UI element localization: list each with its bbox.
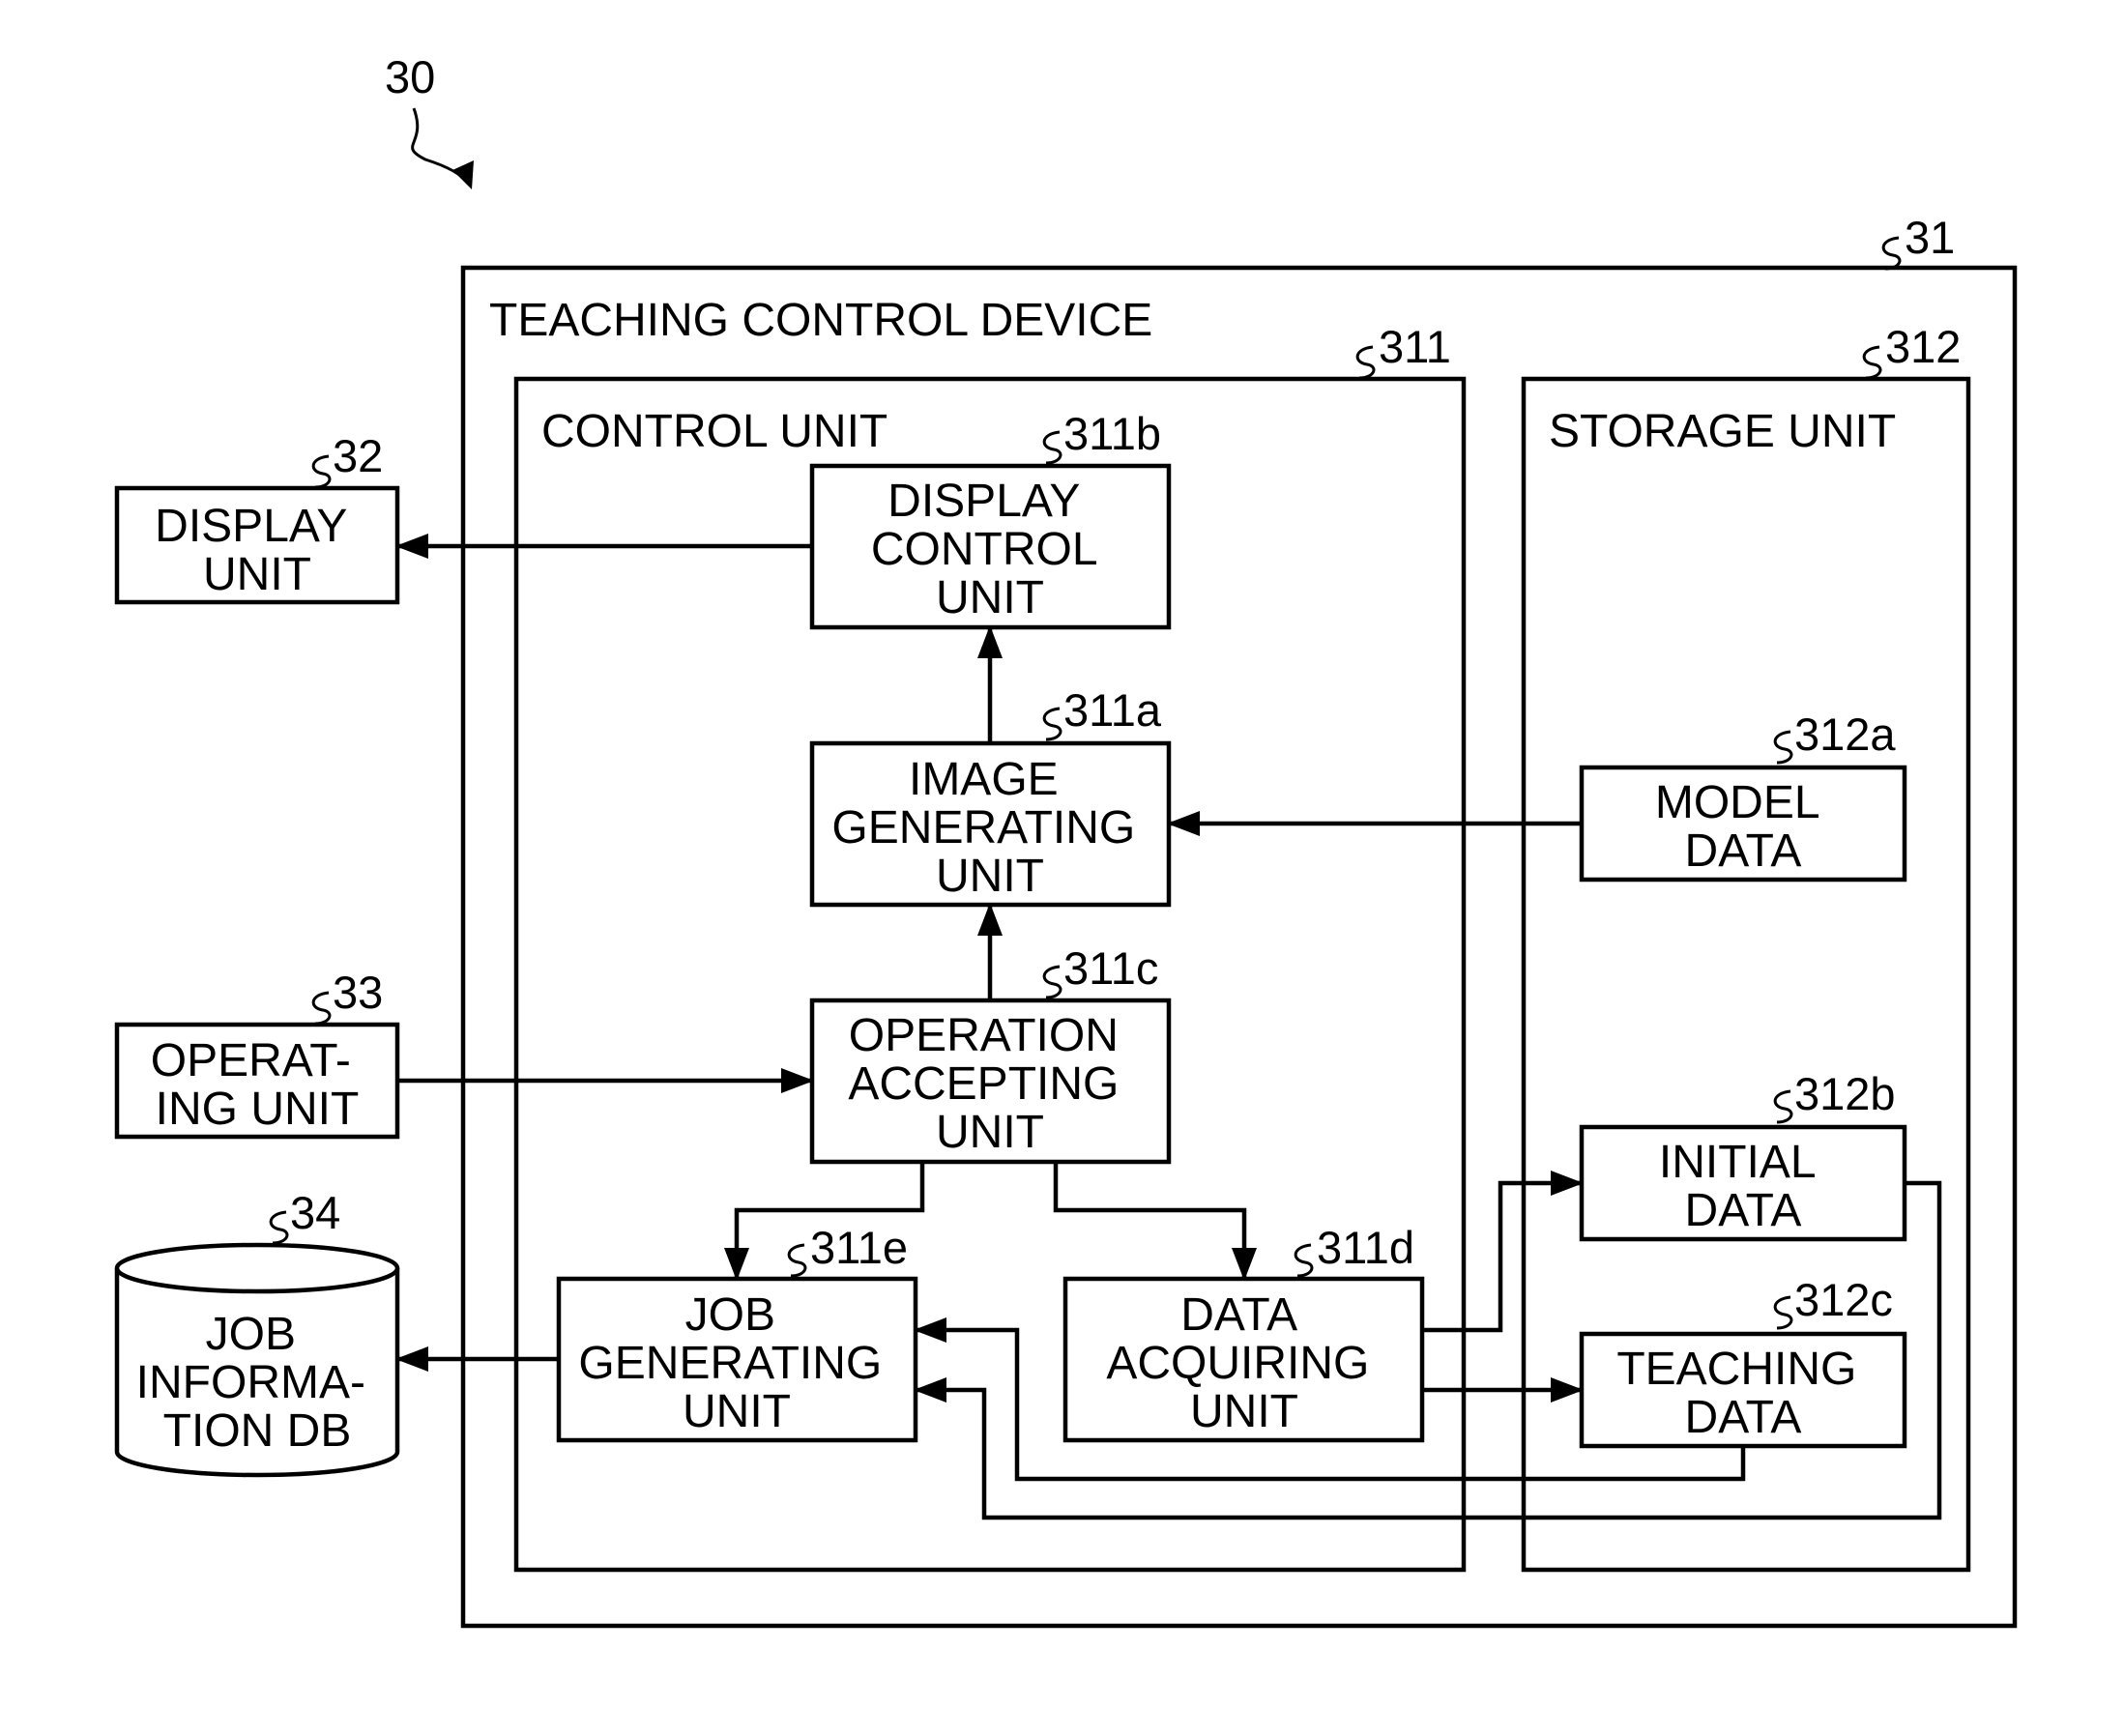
job-generating-unit-label-line-2: GENERATING: [578, 1338, 882, 1389]
control-unit-ref: 311: [1379, 321, 1451, 372]
teaching-control-device-ref: 31: [1905, 212, 1955, 263]
job-db-cylinder-top: [117, 1245, 397, 1291]
image-generating-unit-ref: 311a: [1063, 684, 1162, 736]
figure-ref-arrowhead: [452, 160, 474, 189]
operating-unit: OPERAT- ING UNIT 33: [117, 967, 397, 1137]
operating-unit-label-line-2: ING UNIT: [156, 1084, 360, 1135]
storage-unit-title: STORAGE UNIT: [1549, 406, 1896, 457]
data-acquiring-unit-ref-leader: [1295, 1245, 1312, 1276]
model-data-ref-leader: [1775, 732, 1791, 763]
arrow-data-acquiring-to-initial-data: [1422, 1183, 1582, 1330]
initial-data-label-line-1: INITIAL: [1659, 1137, 1816, 1188]
teaching-control-device-title: TEACHING CONTROL DEVICE: [489, 295, 1152, 346]
image-generating-unit-ref-leader: [1044, 709, 1061, 739]
job-db-label-line-1: JOB: [206, 1309, 296, 1360]
job-information-db: JOB INFORMA- TION DB 34: [117, 1187, 397, 1475]
image-generating-unit-label-line-1: IMAGE: [909, 754, 1059, 805]
display-control-unit-label-line-3: UNIT: [936, 572, 1044, 623]
display-control-unit-label-line-2: CONTROL: [871, 524, 1097, 575]
job-db-label-line-3: TION DB: [163, 1405, 352, 1457]
job-generating-unit-ref-leader: [789, 1245, 805, 1276]
storage-unit-ref-leader: [1864, 347, 1880, 378]
initial-data-label-line-2: DATA: [1685, 1185, 1802, 1236]
display-unit-label-line-2: UNIT: [203, 549, 311, 600]
display-unit-ref: 32: [333, 430, 383, 481]
display-control-unit-ref-leader: [1044, 432, 1061, 463]
job-generating-unit-ref: 311e: [810, 1222, 908, 1273]
job-db-ref-leader: [271, 1212, 287, 1243]
initial-data-ref: 312b: [1794, 1068, 1896, 1119]
job-generating-unit-label-line-1: JOB: [685, 1289, 775, 1341]
initial-data-ref-leader: [1775, 1091, 1791, 1122]
operation-accepting-unit-ref-leader: [1044, 967, 1061, 998]
teaching-data: TEACHING DATA 312c: [1582, 1274, 1905, 1446]
model-data-ref: 312a: [1794, 709, 1896, 760]
data-acquiring-unit-label-line-3: UNIT: [1190, 1386, 1298, 1437]
display-unit-label-line-1: DISPLAY: [155, 501, 346, 552]
operation-accepting-unit-label-line-3: UNIT: [936, 1107, 1044, 1158]
job-db-label-line-2: INFORMA-: [136, 1357, 365, 1408]
initial-data: INITIAL DATA 312b: [1582, 1068, 1905, 1239]
teaching-data-ref-leader: [1775, 1297, 1791, 1328]
figure-reference: 30: [385, 51, 474, 189]
model-data-label-line-1: MODEL: [1655, 777, 1819, 828]
operating-unit-ref: 33: [333, 967, 383, 1018]
data-acquiring-unit-label-line-1: DATA: [1180, 1289, 1297, 1341]
display-unit-ref-leader: [313, 456, 330, 487]
control-unit-title: CONTROL UNIT: [541, 406, 887, 457]
image-generating-unit-label-line-3: UNIT: [936, 851, 1044, 902]
operation-accepting-unit-label-line-1: OPERATION: [849, 1010, 1119, 1061]
display-control-unit-ref: 311b: [1063, 408, 1161, 459]
image-generating-unit-label-line-2: GENERATING: [831, 802, 1135, 854]
operating-unit-ref-leader: [313, 993, 330, 1024]
job-generating-unit-label-line-3: UNIT: [683, 1386, 791, 1437]
teaching-data-ref: 312c: [1794, 1274, 1893, 1325]
figure-ref-label: 30: [385, 51, 435, 102]
operating-unit-label-line-1: OPERAT-: [151, 1035, 351, 1086]
teaching-data-label-line-2: DATA: [1685, 1392, 1802, 1443]
operating-unit-label: OPERAT- ING UNIT: [151, 1035, 364, 1135]
operation-accepting-unit-label-line-2: ACCEPTING: [848, 1058, 1119, 1110]
model-data: MODEL DATA 312a: [1582, 709, 1905, 880]
storage-unit-ref: 312: [1885, 321, 1961, 372]
teaching-control-device-ref-leader: [1883, 238, 1900, 269]
data-acquiring-unit-label-line-2: ACQUIRING: [1106, 1338, 1369, 1389]
arrow-operation-accepting-to-data-acquiring: [1056, 1162, 1244, 1279]
control-unit-ref-leader: [1357, 347, 1374, 378]
teaching-data-label-line-1: TEACHING: [1616, 1344, 1856, 1395]
display-control-unit-label-line-1: DISPLAY: [887, 476, 1079, 527]
job-db-ref: 34: [290, 1187, 340, 1238]
operation-accepting-unit-ref: 311c: [1063, 942, 1158, 994]
data-acquiring-unit-ref: 311d: [1317, 1222, 1414, 1273]
display-unit: DISPLAY UNIT 32: [117, 430, 397, 602]
model-data-label-line-2: DATA: [1685, 825, 1802, 877]
